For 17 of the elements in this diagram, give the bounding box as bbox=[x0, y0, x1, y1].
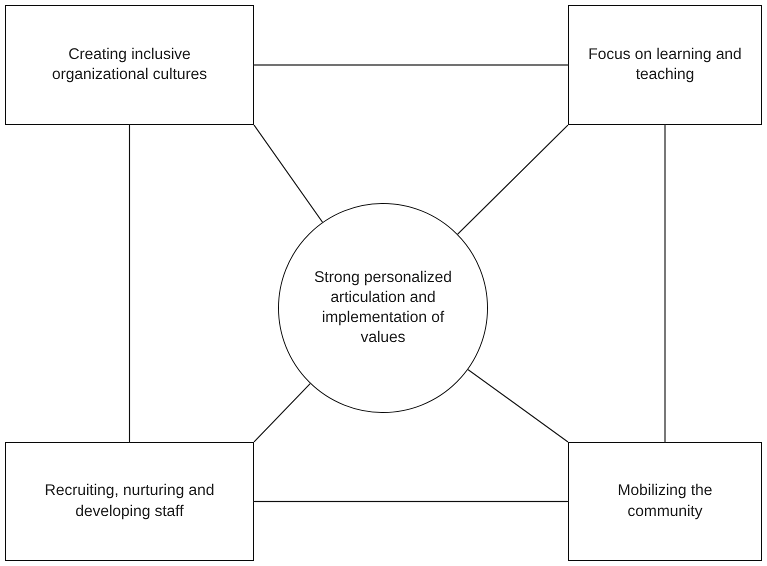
connector-line bbox=[254, 383, 311, 442]
node-text: Focus on learning and teaching bbox=[587, 44, 743, 85]
topic-box bbox=[568, 442, 762, 561]
connector-line bbox=[254, 500, 568, 502]
node-text: Recruiting, nurturing and developing staff bbox=[44, 481, 216, 522]
topic-box bbox=[568, 5, 762, 125]
node-text: Creating inclusive organizational cultures bbox=[50, 44, 208, 85]
connector-line bbox=[254, 124, 323, 223]
connector-line bbox=[128, 125, 130, 442]
node-text: Mobilizing the community bbox=[616, 481, 714, 522]
node-text: Strong personalized articulation and implementation of values bbox=[313, 268, 453, 348]
topic-box bbox=[5, 5, 254, 125]
connector-line bbox=[254, 64, 568, 66]
connector-line bbox=[468, 369, 568, 442]
connector-line bbox=[457, 124, 568, 235]
connector-line bbox=[664, 125, 666, 442]
topic-box bbox=[5, 442, 254, 561]
